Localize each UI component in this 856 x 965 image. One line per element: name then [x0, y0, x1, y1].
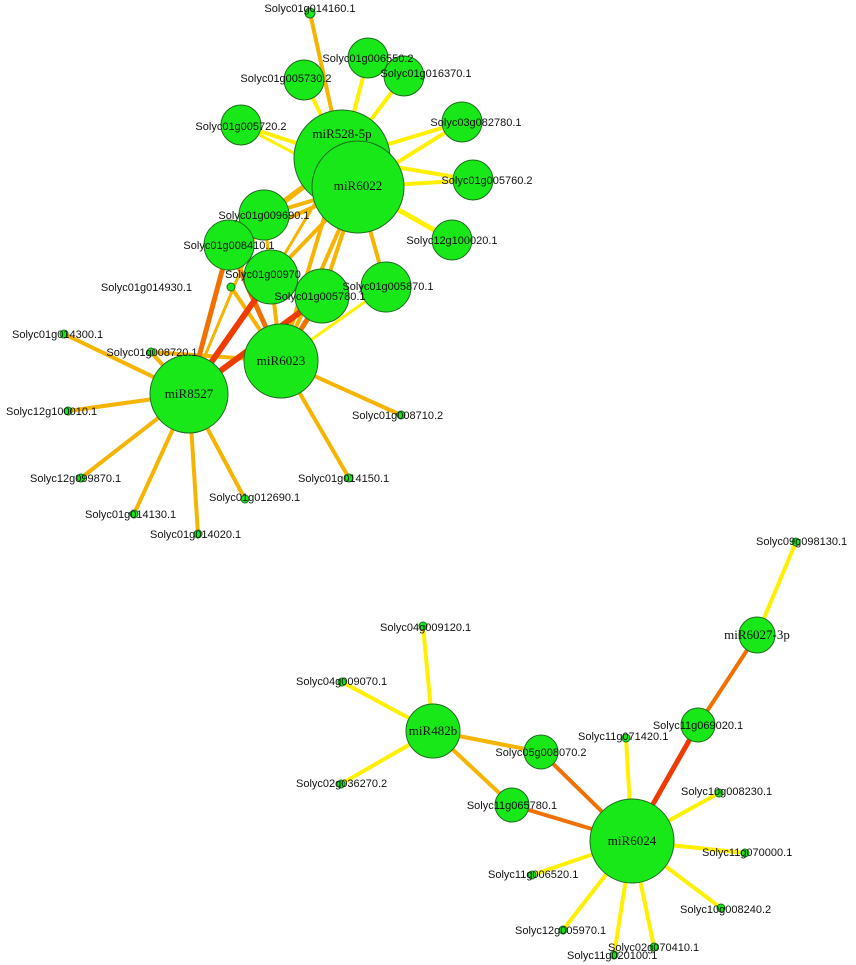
gene-label-g014130: Solyc01g014130.1 — [85, 509, 176, 521]
gene-label-g014930: Solyc01g014930.1 — [101, 282, 192, 294]
gene-label-g008720: Solyc01g008720.1 — [106, 347, 197, 359]
gene-node-g009120 — [418, 621, 428, 631]
gene-node-g016370 — [383, 55, 425, 97]
gene-node-g006520 — [527, 870, 537, 880]
gene-node-g071420 — [621, 733, 631, 743]
gene-node-g005720 — [220, 104, 262, 146]
gene-label-g006550: Solyc01g006550.2 — [322, 53, 413, 65]
gene-node-g00970 — [243, 249, 299, 305]
gene-label-g008710: Solyc01g008710.2 — [352, 410, 443, 422]
gene-node-g008230 — [714, 788, 724, 798]
gene-label-g036270: Solyc02g036270.2 — [296, 778, 387, 790]
gene-node-g005870 — [360, 261, 412, 313]
gene-node-g014130 — [129, 509, 139, 519]
gene-label-g008240: Solyc10g008240.2 — [680, 904, 771, 916]
gene-label-g098130: Solyc09g098130.1 — [756, 536, 847, 548]
mirna-label-mir6024: miR6024 — [608, 833, 657, 848]
gene-node-g005760 — [452, 159, 494, 201]
gene-node-g008720 — [146, 347, 156, 357]
gene-node-g005730 — [283, 59, 325, 101]
gene-label-g082780: Solyc03g082780.1 — [430, 117, 521, 129]
mirna-label-mir8527: miR8527 — [165, 386, 214, 401]
gene-node-g036270 — [336, 779, 346, 789]
gene-label-g009690: Solyc01g009690.1 — [218, 210, 309, 222]
gene-node-g014300 — [59, 329, 69, 339]
gene-node-g065780 — [494, 787, 530, 823]
gene-label-g020100: Solyc11g020100.1 — [567, 950, 657, 962]
gene-node-g005780 — [294, 268, 350, 324]
gene-label-g008230: Solyc10g008230.1 — [681, 786, 772, 798]
mirna-node-mir482b — [405, 703, 461, 759]
gene-label-g00970: Solyc01g00970 — [225, 269, 301, 281]
gene-label-g005780: Solyc01g005780.1 — [274, 291, 365, 303]
gene-label-g071420: Solyc11g071420.1 — [578, 731, 668, 743]
gene-node-g100020 — [431, 219, 473, 261]
gene-label-g070410: Solyc02g070410.1 — [608, 942, 699, 954]
node-layer — [59, 7, 801, 960]
gene-label-g009120: Solyc04g009120.1 — [380, 622, 471, 634]
gene-node-g099870 — [76, 473, 86, 483]
gene-label-g014020: Solyc01g014020.1 — [150, 529, 241, 541]
gene-label-g005970: Solyc12g005970.1 — [515, 925, 606, 937]
mirna-label-mir528-5p: miR528-5p — [312, 126, 371, 141]
gene-label-g099870: Solyc12g099870.1 — [30, 473, 121, 485]
gene-label-g069020: Solyc11g069020.1 — [653, 720, 743, 732]
gene-node-g009070 — [337, 677, 347, 687]
gene-label-g014300: Solyc01g014300.1 — [12, 329, 103, 341]
gene-label-g009070: Solyc04g009070.1 — [296, 676, 387, 688]
label-layer: miR528-5p miR6022 miR6023 miR8527 miR6024 miR… — [6, 3, 847, 962]
gene-node-g008070 — [523, 734, 559, 770]
mirna-label-mir6022: miR6022 — [334, 178, 382, 193]
mirna-node-mir6023 — [243, 323, 319, 399]
gene-node-g098130 — [791, 537, 801, 547]
mirna-label-mir482b: miR482b — [409, 723, 457, 738]
mirna-node-mir6024 — [589, 798, 675, 884]
mirna-node-mir8527 — [149, 354, 229, 434]
gene-label-g014150: Solyc01g014150.1 — [298, 473, 389, 485]
gene-node-g005970 — [558, 925, 568, 935]
gene-label-g014160: Solyc01g014160.1 — [264, 3, 355, 15]
edge-layer — [63, 12, 798, 956]
mirna-label-mir6023: miR6023 — [257, 353, 305, 368]
gene-node-g012690 — [240, 494, 250, 504]
mirna-node-mir6027-3p — [738, 616, 776, 654]
gene-node-g008240 — [716, 903, 726, 913]
gene-node-g008410 — [203, 219, 255, 271]
gene-node-g082780 — [441, 101, 483, 143]
gene-label-g070000: Solyc11g070000.1 — [702, 847, 792, 859]
gene-label-g100010: Solyc12g100010.1 — [6, 406, 97, 418]
gene-node-g008710 — [396, 410, 406, 420]
gene-node-g006550 — [347, 37, 389, 79]
mirna-label-mir6027-3p: miR6027-3p — [724, 627, 790, 642]
gene-node-g070000 — [740, 848, 750, 858]
gene-label-g012690: Solyc01g012690.1 — [209, 492, 300, 504]
gene-label-g005730: Solyc01g005730.2 — [240, 73, 331, 85]
gene-node-g014020 — [193, 529, 203, 539]
gene-label-g006520: Solyc11g006520.1 — [488, 869, 578, 881]
gene-node-g070410 — [649, 942, 659, 952]
gene-label-g005720: Solyc01g005720.2 — [195, 121, 286, 133]
gene-label-g005870: Solyc01g005870.1 — [342, 281, 433, 293]
gene-label-g008410: Solyc01g008410.1 — [183, 240, 274, 252]
gene-node-g014160 — [304, 7, 316, 19]
gene-node-g014150 — [344, 473, 354, 483]
gene-label-g016370: Solyc01g016370.1 — [380, 68, 471, 80]
gene-label-g008070: Solyc05g008070.2 — [495, 747, 586, 759]
gene-node-g009690 — [238, 189, 290, 241]
gene-node-g014930 — [226, 282, 236, 292]
gene-label-g100020: Solyc12g100020.1 — [406, 235, 497, 247]
gene-node-g100010 — [63, 406, 73, 416]
gene-node-g069020 — [680, 707, 716, 743]
gene-node-g020100 — [609, 950, 619, 960]
gene-label-g005760: Solyc01g005760.2 — [441, 175, 532, 187]
gene-label-g065780: Solyc11g065780.1 — [467, 800, 557, 812]
mirna-node-mir6022 — [311, 140, 405, 234]
